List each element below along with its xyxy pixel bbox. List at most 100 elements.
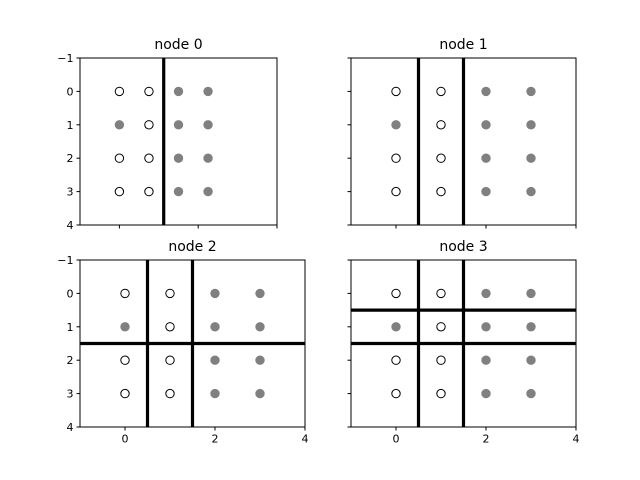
filled-point (526, 186, 536, 197)
subplot-title: node 0 (154, 37, 202, 53)
filled-point (391, 322, 401, 332)
subplot-0: −1 0 1 2 3 4 node 0 (57, 37, 278, 232)
y-tick-label: 2 (67, 354, 74, 367)
filled-point (203, 186, 213, 197)
axes-frame (79, 259, 306, 428)
hollow-point (144, 86, 154, 97)
filled-point (173, 86, 184, 97)
filled-point (481, 186, 491, 197)
filled-point (210, 388, 220, 399)
hollow-point (120, 388, 130, 399)
hollow-point (114, 186, 125, 197)
hollow-point (436, 288, 446, 299)
filled-point (526, 153, 536, 163)
y-axis (347, 259, 351, 428)
filled-point (203, 120, 213, 130)
filled-point (173, 186, 184, 197)
hollow-point (391, 388, 401, 399)
y-tick-label: 0 (67, 85, 74, 98)
y-tick-label: −1 (57, 52, 73, 65)
y-tick-label: 3 (67, 388, 74, 401)
hollow-point (436, 120, 446, 130)
filled-point (481, 322, 491, 332)
filled-point (481, 153, 491, 163)
hollow-point (391, 186, 401, 197)
filled-point (210, 355, 220, 365)
y-tick-label: 1 (67, 321, 74, 334)
filled-point (526, 322, 536, 332)
x-tick-label: 4 (573, 433, 580, 446)
data-points (391, 288, 536, 399)
x-axis (118, 225, 278, 229)
x-axis: 0 2 4 (393, 427, 580, 446)
filled-point (203, 86, 213, 97)
filled-point (526, 120, 536, 130)
y-tick-label: 2 (67, 152, 74, 165)
hollow-point (436, 153, 446, 163)
y-tick-label: 3 (67, 186, 74, 199)
filled-point (255, 288, 265, 299)
filled-point (255, 322, 265, 332)
filled-point (526, 355, 536, 365)
data-points (114, 86, 213, 197)
filled-point (210, 288, 220, 299)
filled-point (481, 120, 491, 130)
hollow-point (436, 186, 446, 197)
hollow-point (436, 388, 446, 399)
x-axis (395, 225, 577, 229)
hollow-point (120, 355, 130, 365)
hollow-point (165, 322, 175, 332)
filled-point (173, 153, 184, 163)
filled-point (481, 288, 491, 299)
y-tick-label: −1 (57, 254, 73, 267)
axes-frame (350, 259, 577, 428)
hollow-point (144, 186, 154, 197)
hollow-point (391, 86, 401, 97)
hollow-point (165, 388, 175, 399)
axes-frame (79, 57, 278, 226)
split-lines (416, 58, 466, 225)
subplot-1: node 1 (347, 37, 577, 229)
y-tick-label: 0 (67, 287, 74, 300)
hollow-point (144, 120, 154, 130)
x-tick-label: 2 (483, 433, 490, 446)
filled-point (255, 355, 265, 365)
hollow-point (391, 153, 401, 163)
filled-point (481, 86, 491, 97)
filled-point (173, 120, 184, 130)
subplot-title: node 1 (439, 37, 487, 53)
filled-point (481, 388, 491, 399)
x-axis: 0 2 4 (122, 427, 309, 446)
hollow-point (144, 153, 154, 163)
x-tick-label: 2 (212, 433, 219, 446)
hollow-point (114, 153, 125, 163)
hollow-point (120, 288, 130, 299)
filled-point (203, 153, 213, 163)
filled-point (526, 288, 536, 299)
filled-point (114, 120, 125, 130)
split-lines (80, 260, 305, 427)
hollow-point (165, 288, 175, 299)
split-lines (351, 260, 576, 427)
filled-point (120, 322, 130, 332)
data-points (120, 288, 265, 399)
data-points (391, 86, 536, 197)
y-axis: −1 0 1 2 3 4 (57, 52, 80, 232)
x-tick-label: 0 (393, 433, 400, 446)
filled-point (526, 86, 536, 97)
hollow-point (165, 355, 175, 365)
y-axis (347, 57, 351, 226)
hollow-point (436, 322, 446, 332)
hollow-point (391, 288, 401, 299)
x-tick-label: 4 (302, 433, 309, 446)
y-tick-label: 4 (67, 219, 74, 232)
x-tick-label: 0 (122, 433, 129, 446)
hollow-point (436, 355, 446, 365)
axes-frame (350, 57, 577, 226)
y-tick-label: 1 (67, 119, 74, 132)
